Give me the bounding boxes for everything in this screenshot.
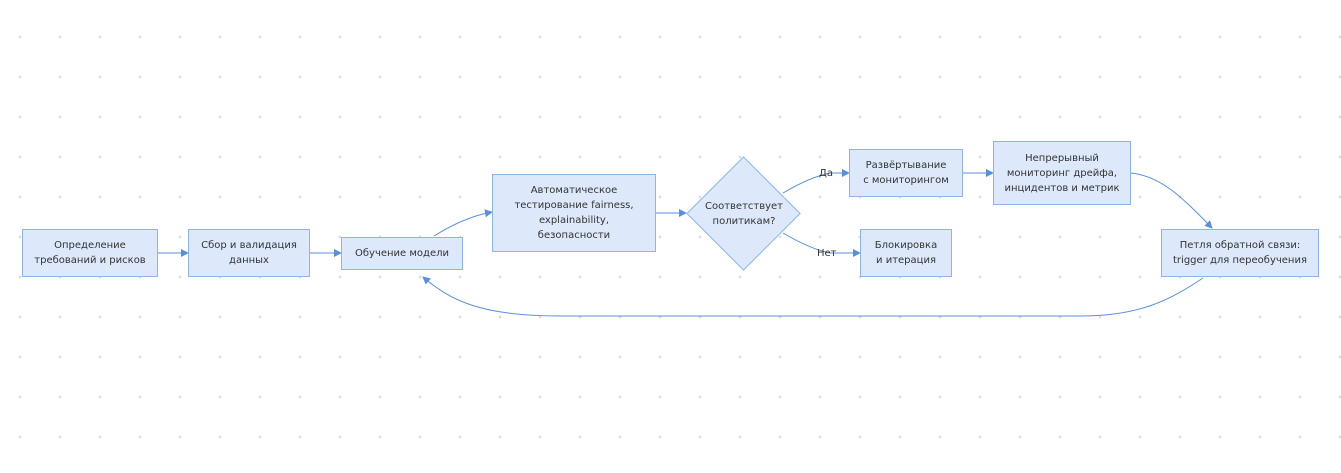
- node-model-training: Обучение модели: [341, 237, 463, 270]
- edge-label-no: Нет: [817, 248, 837, 259]
- node-block-iterate: Блокировка и итерация: [860, 229, 952, 277]
- node-data-collection: Сбор и валидация данных: [188, 229, 310, 277]
- edge-training-to-testing: [433, 209, 493, 237]
- decision-label: Соответствует политикам?: [704, 201, 784, 227]
- edge-decision-to-block: [782, 232, 861, 257]
- edge-label-yes: Да: [819, 168, 833, 179]
- edge-monitor-to-feedback: [1130, 172, 1213, 229]
- node-automated-testing: Автоматическое тестирование fairness, ex…: [492, 174, 656, 252]
- edge-feedback-to-training: [422, 276, 1204, 317]
- node-deployment: Развёртывание с мониторингом: [849, 149, 963, 197]
- edge-decision-to-deploy: [782, 169, 850, 194]
- node-continuous-monitoring: Непрерывный мониторинг дрейфа, инциденто…: [993, 141, 1131, 205]
- node-feedback-loop: Петля обратной связи: trigger для переоб…: [1161, 229, 1319, 277]
- node-requirements: Определение требований и рисков: [22, 229, 158, 277]
